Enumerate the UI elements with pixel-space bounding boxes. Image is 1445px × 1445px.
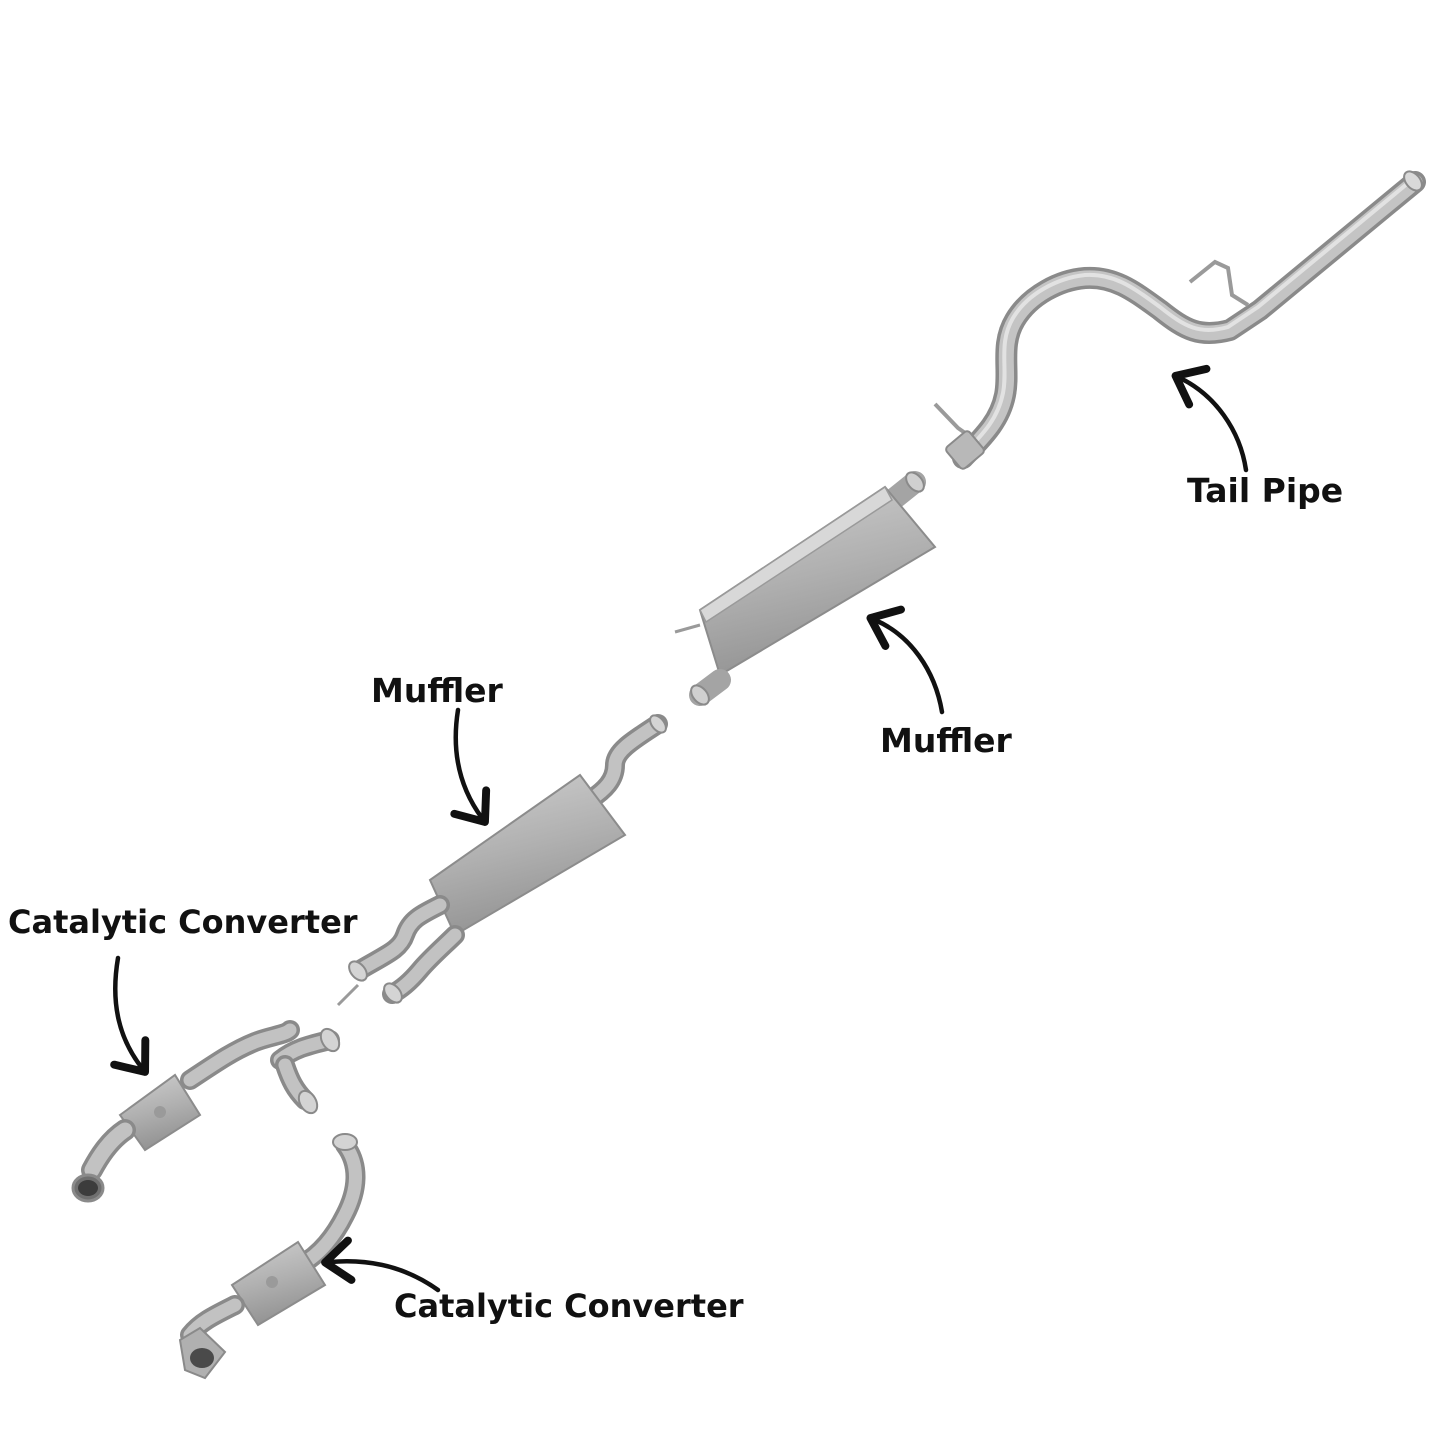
- rear-muffler: [674, 471, 937, 706]
- arrow-muffler-rear: [866, 605, 945, 715]
- label-tail-pipe: Tail Pipe: [1187, 471, 1344, 510]
- arrow-cat-front: [110, 955, 150, 1076]
- arrow-muffler-front: [450, 707, 491, 826]
- front-catalytic-converter: [71, 1020, 341, 1203]
- front-muffler: [336, 714, 668, 1007]
- label-muffler-front: Muffler: [371, 671, 503, 710]
- label-catalytic-converter-front: Catalytic Converter: [8, 903, 358, 941]
- tail-pipe: [933, 170, 1426, 470]
- rear-catalytic-converter: [178, 1133, 366, 1380]
- label-catalytic-converter-rear: Catalytic Converter: [394, 1287, 744, 1325]
- annotation-arrows: [110, 364, 1249, 1293]
- arrow-tail-pipe: [1171, 364, 1249, 473]
- arrow-cat-rear: [321, 1236, 441, 1293]
- label-muffler-rear: Muffler: [880, 721, 1012, 760]
